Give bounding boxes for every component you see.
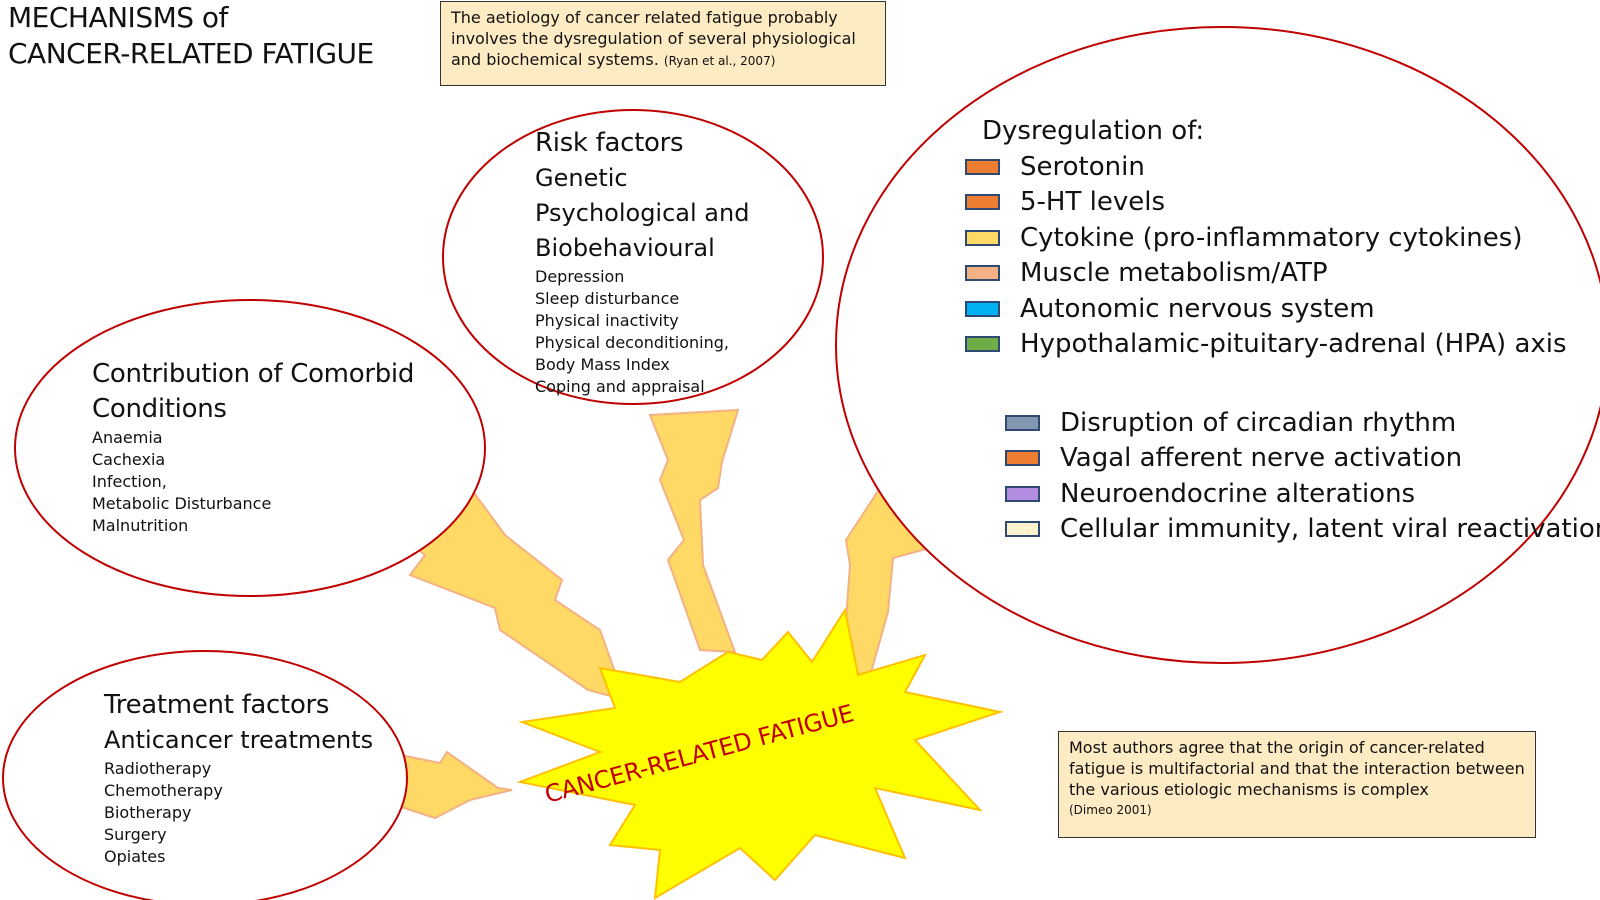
list-item: Chemotherapy (104, 781, 223, 800)
treatment-heading: Treatment factors (104, 690, 330, 720)
comorbid-block: Contribution of Comorbid Conditions Anae… (92, 357, 414, 537)
risk-factors-sub-psychological: Psychological and (535, 199, 750, 227)
list-item: Physical inactivity (535, 311, 679, 330)
legend-item: Cellular immunity, latent viral reactiva… (1005, 512, 1600, 548)
legend-label: Disruption of circadian rhythm (1060, 407, 1457, 438)
legend-swatch (965, 158, 1000, 175)
legend-swatch (965, 336, 1000, 353)
note-top-text: The aetiology of cancer related fatigue … (451, 8, 856, 69)
legend-item: 5-HT levels (965, 185, 1567, 221)
note-bottom-text: Most authors agree that the origin of ca… (1069, 738, 1525, 799)
list-item: Radiotherapy (104, 759, 212, 778)
list-item: Opiates (104, 847, 166, 866)
list-item: Anaemia (92, 428, 163, 447)
legend-item: Neuroendocrine alterations (1005, 476, 1600, 512)
page-title: MECHANISMS of CANCER-RELATED FATIGUE (8, 0, 374, 72)
treatment-block: Treatment factors Anticancer treatments … (104, 688, 373, 868)
list-item: Infection, (92, 472, 167, 491)
legend-item: Cytokine (pro-inflammatory cytokines) (965, 220, 1567, 256)
title-line-2: CANCER-RELATED FATIGUE (8, 37, 374, 70)
risk-factors-list: Depression Sleep disturbance Physical in… (535, 266, 749, 398)
risk-factors-sub-genetic: Genetic (535, 164, 628, 192)
treatment-list: Radiotherapy Chemotherapy Biotherapy Sur… (104, 758, 373, 868)
legend-label: Cytokine (pro-inflammatory cytokines) (1020, 222, 1523, 253)
legend-label: Serotonin (1020, 151, 1145, 182)
treatment-ellipse (2, 650, 408, 900)
legend-item: Autonomic nervous system (965, 291, 1567, 327)
note-bottom-citation: (Dimeo 2001) (1069, 803, 1152, 817)
list-item: Body Mass Index (535, 355, 670, 374)
legend-label: Vagal afferent nerve activation (1060, 443, 1463, 474)
legend-item: Disruption of circadian rhythm (1005, 405, 1600, 441)
list-item: Cachexia (92, 450, 166, 469)
dysregulation-title: Dysregulation of: (982, 114, 1204, 149)
list-item: Malnutrition (92, 516, 189, 535)
title-line-1: MECHANISMS of (8, 1, 228, 34)
legend-swatch (1005, 414, 1040, 431)
legend-item: Vagal afferent nerve activation (1005, 441, 1600, 477)
legend-swatch (965, 265, 1000, 282)
list-item: Metabolic Disturbance (92, 494, 272, 513)
risk-factors-heading: Risk factors (535, 128, 684, 158)
dysregulation-title-main: Dysregulation (982, 116, 1164, 146)
note-bottom: Most authors agree that the origin of ca… (1058, 731, 1536, 838)
comorbid-heading-line-2: Conditions (92, 394, 227, 424)
dysregulation-ellipse (835, 26, 1600, 664)
risk-factors-block: Risk factors Genetic Psychological and B… (535, 126, 749, 398)
legend-label: Cellular immunity, latent viral reactiva… (1060, 514, 1600, 545)
central-star (516, 607, 1004, 900)
legend-swatch (1005, 521, 1040, 538)
legend-swatch (1005, 450, 1040, 467)
legend-swatch (1005, 485, 1040, 502)
comorbid-heading-line-1: Contribution of Comorbid (92, 359, 415, 389)
legend-label: Autonomic nervous system (1020, 293, 1375, 324)
legend-swatch (965, 300, 1000, 317)
dysregulation-title-rest: of: (1163, 116, 1205, 146)
legend-swatch (965, 194, 1000, 211)
legend-item: Hypothalamic-pituitary-adrenal (HPA) axi… (965, 327, 1567, 363)
list-item: Depression (535, 267, 625, 286)
list-item: Sleep disturbance (535, 289, 680, 308)
legend-label: Hypothalamic-pituitary-adrenal (HPA) axi… (1020, 329, 1567, 360)
bolt-risk (648, 408, 740, 654)
comorbid-list: Anaemia Cachexia Infection, Metabolic Di… (92, 427, 414, 537)
legend-swatch (965, 229, 1000, 246)
legend-item: Serotonin (965, 149, 1567, 185)
note-top-citation: (Ryan et al., 2007) (663, 54, 776, 68)
comorbid-ellipse (14, 299, 486, 597)
risk-factors-sub-biobehavioural: Biobehavioural (535, 234, 715, 262)
risk-factors-ellipse (442, 109, 824, 405)
treatment-sub: Anticancer treatments (104, 726, 374, 754)
legend-item: Muscle metabolism/ATP (965, 256, 1567, 292)
dysregulation-block: Dysregulation of: (982, 114, 1204, 149)
list-item: Biotherapy (104, 803, 192, 822)
legend-label: 5-HT levels (1020, 187, 1165, 218)
list-item: Coping and appraisal (535, 377, 705, 396)
legend-label: Muscle metabolism/ATP (1020, 258, 1328, 289)
list-item: Physical deconditioning, (535, 333, 729, 352)
bolt-treatment (393, 750, 513, 820)
legend-label: Neuroendocrine alterations (1060, 478, 1416, 509)
list-item: Surgery (104, 825, 167, 844)
note-top: The aetiology of cancer related fatigue … (440, 1, 886, 86)
